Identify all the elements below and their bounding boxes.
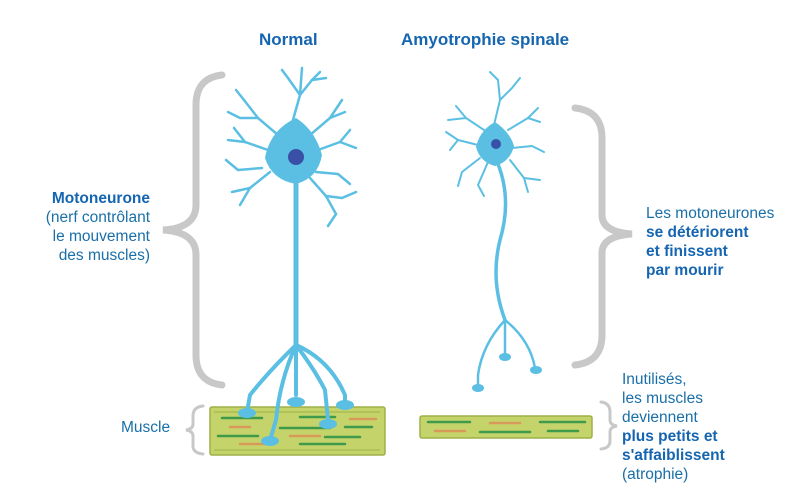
label-atrophie-line2: les muscles xyxy=(622,390,703,407)
label-deterioration-line1: Les motoneurones xyxy=(646,205,775,222)
brace-muscle-normal xyxy=(185,404,205,456)
label-deterioration-bold1: se détériorent xyxy=(646,224,749,241)
nucleus-sma xyxy=(491,139,501,149)
brace-deterioration xyxy=(571,104,633,369)
label-motoneurone: Motoneurone (nerf contrôlant le mouvemen… xyxy=(0,189,150,265)
nucleus-normal xyxy=(288,149,304,165)
label-atrophie-line4: (atrophie) xyxy=(622,466,689,483)
brace-motoneurone xyxy=(162,71,226,389)
label-motoneurone-line1: (nerf contrôlant xyxy=(45,209,150,226)
label-atrophie-bold2: s'affaiblissent xyxy=(622,447,725,464)
label-atrophie-bold1: plus petits et xyxy=(622,428,718,445)
title-normal: Normal xyxy=(259,30,318,49)
label-motoneurone-line2: le mouvement xyxy=(52,228,150,245)
label-atrophie-line1: Inutilisés, xyxy=(622,371,687,388)
label-motoneurone-line3: des muscles) xyxy=(58,247,150,264)
label-deterioration: Les motoneurones se détériorent et finis… xyxy=(646,204,806,280)
muscle-normal xyxy=(209,406,386,456)
title-sma: Amyotrophie spinale xyxy=(401,30,570,49)
label-atrophie: Inutilisés, les muscles deviennent plus … xyxy=(622,370,802,484)
label-motoneurone-title: Motoneurone xyxy=(51,190,150,207)
label-muscle: Muscle xyxy=(121,419,171,436)
neuron-sma xyxy=(445,71,545,392)
neuron-normal xyxy=(224,66,358,446)
label-deterioration-bold3: par mourir xyxy=(646,262,724,279)
brace-muscle-sma xyxy=(599,400,618,451)
label-deterioration-bold2: et finissent xyxy=(646,243,728,260)
label-atrophie-line3: deviennent xyxy=(622,409,698,426)
muscle-sma xyxy=(419,415,593,439)
